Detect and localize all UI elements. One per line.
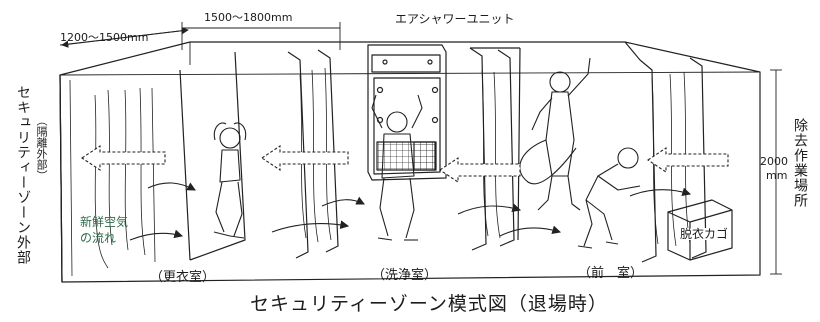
exit-direction-arrows bbox=[81, 144, 729, 184]
removal-work-area-label: 除去作業場所 bbox=[792, 118, 808, 208]
fresh-air-flow-arrows bbox=[129, 182, 692, 241]
air-shower-unit bbox=[367, 44, 447, 181]
basket-label: 脱衣カゴ bbox=[680, 227, 729, 241]
outer-zone-label: セキュリティーゾーン外部 bbox=[15, 85, 31, 265]
diagram-caption: セキュリティーゾーン模式図（退場時） bbox=[250, 293, 608, 315]
height-dimension-value: 2000 bbox=[760, 155, 788, 168]
center-width-dimension: 1500〜1800mm bbox=[204, 11, 293, 24]
person-wash-room bbox=[371, 94, 423, 241]
outer-zone-sublabel: （隔離外部） bbox=[35, 115, 48, 181]
left-partition bbox=[59, 74, 156, 283]
fresh-air-label-line2: の流れ bbox=[80, 231, 117, 245]
air-shower-unit-label: エアシャワーユニット bbox=[395, 12, 515, 26]
left-width-dimension: 1200〜1500mm bbox=[60, 31, 149, 44]
fresh-air-label-line1: 新鮮空気 bbox=[80, 215, 129, 229]
room-label-change-room: （更衣室） bbox=[150, 270, 216, 285]
dimension-lines bbox=[59, 22, 782, 275]
person-front-room-bending bbox=[577, 147, 641, 249]
height-dimension-unit: mm bbox=[766, 169, 788, 182]
room-label-front-room: （前 室） bbox=[578, 266, 644, 281]
partition-2 bbox=[469, 47, 521, 251]
person-change-room bbox=[213, 122, 247, 239]
person-front-room-standing bbox=[519, 57, 591, 211]
room-label-wash-room: （洗浄室） bbox=[372, 268, 438, 283]
